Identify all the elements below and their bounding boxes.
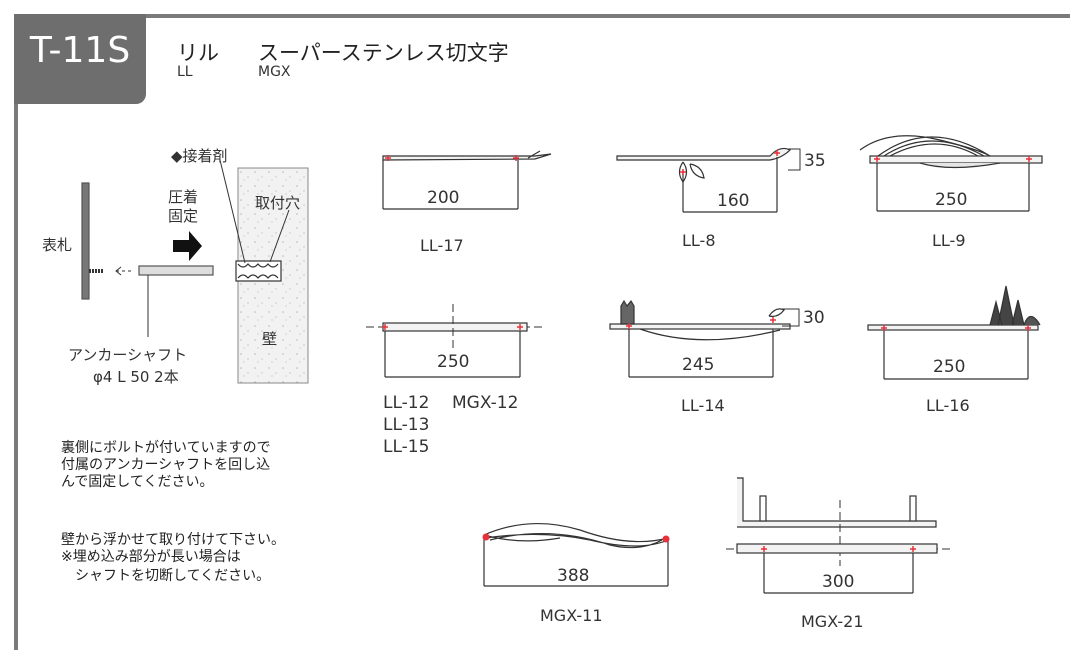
ll14-leaf (768, 308, 785, 317)
frame-top-border (14, 14, 1070, 18)
ll14-height: 30 (803, 308, 825, 328)
mgx11-waves (483, 522, 669, 549)
press-arrow (173, 231, 202, 261)
note-line-1: 裏側にボルトが付いていますので (61, 440, 271, 456)
nameplate-label: 表札 (42, 236, 73, 254)
ll8-height-bracket (788, 148, 801, 171)
frame-left-border (14, 14, 18, 650)
ll17-model-name: LL-17 (420, 236, 464, 255)
product-ll17 (382, 150, 552, 210)
mgx21-side-profile (737, 477, 937, 528)
nameplate-board (81, 182, 90, 300)
mgx21-dimension: 300 (822, 572, 855, 592)
ll12-model-name: LL-12 (383, 393, 430, 413)
mgx11-dimension: 388 (557, 566, 590, 586)
ll14-cat (620, 299, 635, 325)
ll16-rock (1023, 315, 1041, 326)
ll16-bar (867, 324, 1039, 331)
mount-hole-label: 取付穴 (255, 194, 301, 212)
adhesive-fill (237, 263, 279, 279)
shaft-label-1: アンカーシャフト (68, 346, 188, 364)
mgx21-model-name: MGX-21 (801, 612, 864, 631)
ll15-model-name: LL-15 (383, 437, 430, 457)
ll16-model-name: LL-16 (926, 396, 970, 415)
ll14-dimension: 245 (682, 355, 715, 375)
material-name-en: MGX (258, 64, 291, 80)
ll9-dimension: 250 (935, 190, 968, 210)
mgx21-mount-points (761, 546, 916, 552)
product-ll14 (609, 299, 800, 378)
mgx11-model-name: MGX-11 (540, 606, 603, 625)
ll9-bar (869, 155, 1043, 164)
ll9-lens (919, 162, 1001, 169)
ll8-outline (616, 147, 792, 161)
mgx21-post-left (759, 495, 767, 522)
ll8-dimension: 160 (717, 191, 750, 211)
direction-arrow-small (115, 266, 134, 276)
note-line-4: 壁から浮かせて取り付けて下さい。 (61, 532, 285, 548)
ll16-dimension: 250 (933, 357, 966, 377)
ll14-model-name: LL-14 (681, 396, 725, 415)
product-ll9 (859, 135, 1043, 212)
mgx11-mount-points (482, 533, 670, 543)
ll12-mount-points (382, 324, 523, 330)
ll14-bar (609, 323, 791, 330)
note-line-5: ※埋め込み部分が長い場合は (61, 549, 241, 565)
ll12-bar (382, 322, 528, 332)
model-code: T-11S (29, 30, 131, 71)
ll8-model-name: LL-8 (682, 231, 716, 250)
installation-diagram (81, 159, 309, 384)
ll16-trees (989, 285, 1025, 326)
press-label-2: 固定 (168, 207, 199, 225)
ll14-swing (639, 328, 781, 341)
adhesive-leader (219, 159, 246, 264)
anchor-shaft (138, 265, 214, 276)
ll14-mount-points (626, 317, 776, 329)
wall-label: 壁 (262, 330, 278, 348)
product-ll12 (366, 304, 546, 378)
shaft-label-2: φ4 L 50 2本 (93, 368, 179, 386)
ll13-model-name: LL-13 (383, 415, 430, 435)
ll9-model-name: LL-9 (932, 231, 966, 250)
ll16-mount-points (881, 325, 1031, 331)
product-ll8 (616, 147, 801, 213)
ll17-mount-points (385, 155, 519, 161)
product-mgx11 (482, 522, 670, 587)
ll17-dimension: 200 (427, 188, 460, 208)
series-name-en: LL (177, 64, 193, 80)
ll12-dimension: 250 (437, 352, 470, 372)
note-line-3: んで固定してください。 (61, 474, 214, 490)
series-name-ja: リル (177, 41, 219, 65)
adhesive-label: ◆接着剤 (171, 147, 228, 165)
product-mgx21 (726, 477, 950, 594)
material-name-ja: スーパーステンレス切文字 (258, 41, 509, 65)
ll14-height-bracket (782, 308, 800, 327)
ll8-height: 35 (804, 151, 826, 171)
mgx21-bar (736, 543, 938, 554)
note-line-6: シャフトを切断してください。 (75, 568, 271, 584)
note-line-2: 付属のアンカーシャフトを回し込 (61, 457, 271, 473)
model-code-tab (14, 14, 146, 104)
product-ll16 (867, 285, 1041, 380)
ll9-mount-points (874, 156, 1032, 162)
press-label-1: 圧着 (168, 188, 199, 206)
ll17-outline (382, 153, 552, 161)
ll9-arches (859, 135, 991, 157)
mounthole-leader (269, 209, 290, 263)
ll8-mount-points (680, 150, 780, 175)
mgx21-post-right (909, 495, 917, 522)
mgx12-model-name: MGX-12 (452, 393, 519, 413)
